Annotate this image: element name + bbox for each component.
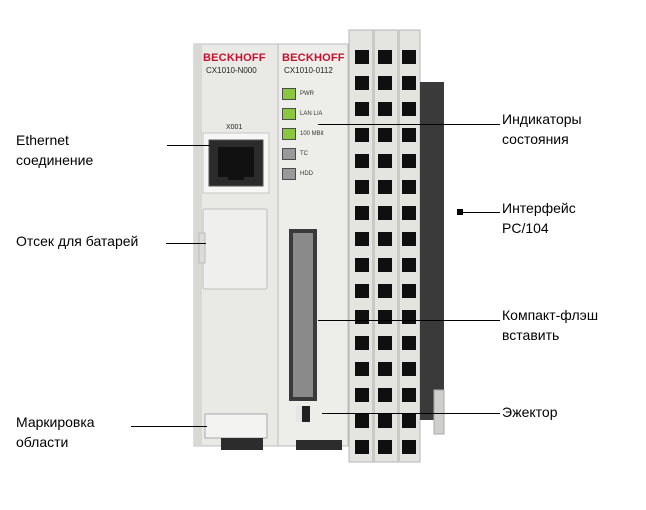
connector-pin xyxy=(355,440,369,454)
status-led xyxy=(282,88,296,100)
connector-pin xyxy=(355,232,369,246)
connector-pin xyxy=(378,206,392,220)
connector-pin xyxy=(355,128,369,142)
compact-flash-slot-inner xyxy=(293,233,313,397)
leader-pc104 xyxy=(460,212,500,213)
connector-pin xyxy=(378,336,392,350)
connector-pin xyxy=(355,284,369,298)
connector-pin xyxy=(378,310,392,324)
connector-pin xyxy=(355,102,369,116)
connector-pin xyxy=(402,154,416,168)
connector-pin xyxy=(378,50,392,64)
pc104-back-plate xyxy=(420,82,444,420)
status-led-label: 100 MBit xyxy=(300,131,324,137)
connector-pin xyxy=(402,180,416,194)
marking-area xyxy=(204,413,268,439)
left-module-foot xyxy=(221,438,263,450)
connector-pin xyxy=(378,362,392,376)
status-led-label: LAN L/A xyxy=(300,111,323,117)
leader-pc104-dot xyxy=(457,209,463,215)
connector-pin xyxy=(355,154,369,168)
connector-pin xyxy=(402,336,416,350)
leader-status-indicators xyxy=(318,124,500,125)
battery-compartment xyxy=(202,208,268,290)
connector-pin xyxy=(402,128,416,142)
connector-pin xyxy=(355,206,369,220)
connector-pin xyxy=(402,388,416,402)
right-module-brand: BECKHOFF xyxy=(282,52,345,64)
connector-pin xyxy=(402,50,416,64)
connector-pin xyxy=(402,76,416,90)
connector-pin xyxy=(378,414,392,428)
status-led-label: HDD xyxy=(300,171,313,177)
connector-pin xyxy=(378,440,392,454)
status-led xyxy=(282,168,296,180)
connector-pin xyxy=(355,76,369,90)
connector-pin xyxy=(378,232,392,246)
connector-pin xyxy=(355,50,369,64)
status-led xyxy=(282,148,296,160)
connector-pin xyxy=(402,414,416,428)
connector-pin xyxy=(402,102,416,116)
left-module-brand: BECKHOFF xyxy=(203,52,266,64)
battery-compartment-tab xyxy=(198,232,206,264)
status-led-label: PWR xyxy=(300,91,314,97)
connector-pin xyxy=(355,310,369,324)
connector-pin xyxy=(355,362,369,376)
connector-pin xyxy=(355,388,369,402)
right-module-model: CX1010-0112 xyxy=(284,66,333,75)
callout-battery: Отсек для батарей xyxy=(16,233,139,249)
connector-pin xyxy=(378,154,392,168)
status-led-label: TC xyxy=(300,151,308,157)
status-led xyxy=(282,108,296,120)
leader-ejector xyxy=(322,413,500,414)
leader-compact-flash xyxy=(318,320,500,321)
connector-pin xyxy=(355,336,369,350)
connector-pin xyxy=(402,232,416,246)
callout-ejector: Эжектор xyxy=(502,404,558,420)
connector-pin xyxy=(402,362,416,376)
connector-pin xyxy=(402,284,416,298)
connector-pin xyxy=(378,180,392,194)
ethernet-latch xyxy=(228,172,244,180)
connector-pin xyxy=(402,310,416,324)
status-led xyxy=(282,128,296,140)
connector-pin xyxy=(378,388,392,402)
leader-battery xyxy=(166,243,206,244)
connector-pin xyxy=(355,180,369,194)
connector-pin xyxy=(402,206,416,220)
leader-ethernet xyxy=(167,145,210,146)
connector-pin xyxy=(355,414,369,428)
ethernet-port-label: X001 xyxy=(226,124,243,131)
leader-marking xyxy=(131,426,207,427)
connector-pin xyxy=(378,76,392,90)
connector-pin xyxy=(378,258,392,272)
connector-pin xyxy=(355,258,369,272)
connector-pin xyxy=(378,284,392,298)
connector-pin xyxy=(378,128,392,142)
right-module-foot xyxy=(296,440,342,450)
connector-pin xyxy=(402,258,416,272)
connector-pin xyxy=(402,440,416,454)
left-module-bevel xyxy=(194,44,202,446)
connector-pin xyxy=(378,102,392,116)
left-module-model: CX1010-N000 xyxy=(206,66,257,75)
